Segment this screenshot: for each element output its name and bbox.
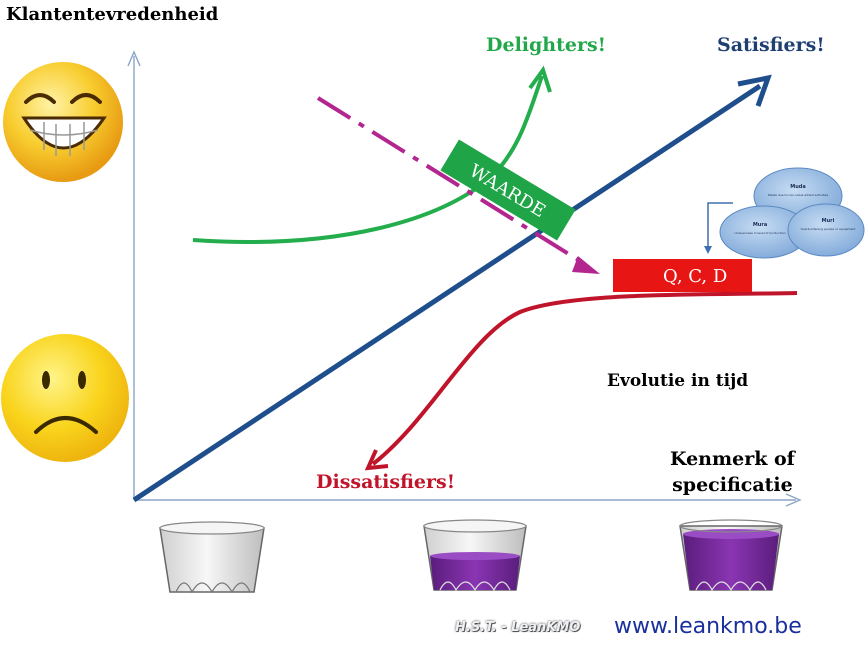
- venn-muda-title: Muda: [790, 184, 806, 190]
- happy-face-icon: [3, 62, 123, 182]
- delighters-label: Delighters!: [486, 34, 607, 56]
- dissatisfiers-curve: [364, 291, 798, 471]
- satisfiers-line: [132, 74, 772, 503]
- venn-muri-title: Muri: [822, 218, 835, 224]
- value-arrow: [316, 96, 600, 274]
- footer-url[interactable]: www.leankmo.be: [614, 614, 802, 639]
- satisfiers-label: Satisfiers!: [717, 34, 825, 56]
- full-glass-icon: [679, 519, 783, 592]
- venn-muri-text: Overburdening people or equipment: [801, 227, 857, 231]
- venn-connector: [704, 202, 733, 254]
- muda-mura-muri-venn: Muda Waste due to non-value added activi…: [719, 167, 865, 259]
- y-axis-label: Klantentevredenheid: [6, 4, 219, 25]
- sad-face-icon: [1, 334, 129, 462]
- x-axis-label: Kenmerk of specificatie: [670, 446, 795, 498]
- evolution-label: Evolutie in tijd: [607, 371, 749, 391]
- x-axis-label-line2: specificatie: [672, 474, 793, 496]
- y-axis: [127, 50, 141, 500]
- footer-credit: H.S.T. - LeanKMO: [455, 620, 581, 635]
- delighters-curve: [192, 65, 552, 244]
- x-axis-label-line1: Kenmerk of: [670, 448, 795, 470]
- venn-mura-text: Unevenness in level of production: [734, 231, 785, 235]
- qcd-label: Q, C, D: [663, 266, 727, 287]
- venn-muda-text: Waste due to non-value added activities: [768, 193, 829, 197]
- x-axis: [134, 493, 802, 507]
- venn-mura-title: Mura: [753, 222, 767, 228]
- qcd-box: Q, C, D: [613, 259, 752, 292]
- dissatisfiers-label: Dissatisfiers!: [316, 471, 456, 493]
- empty-glass-icon: [159, 521, 265, 594]
- half-full-glass-icon: [423, 519, 527, 592]
